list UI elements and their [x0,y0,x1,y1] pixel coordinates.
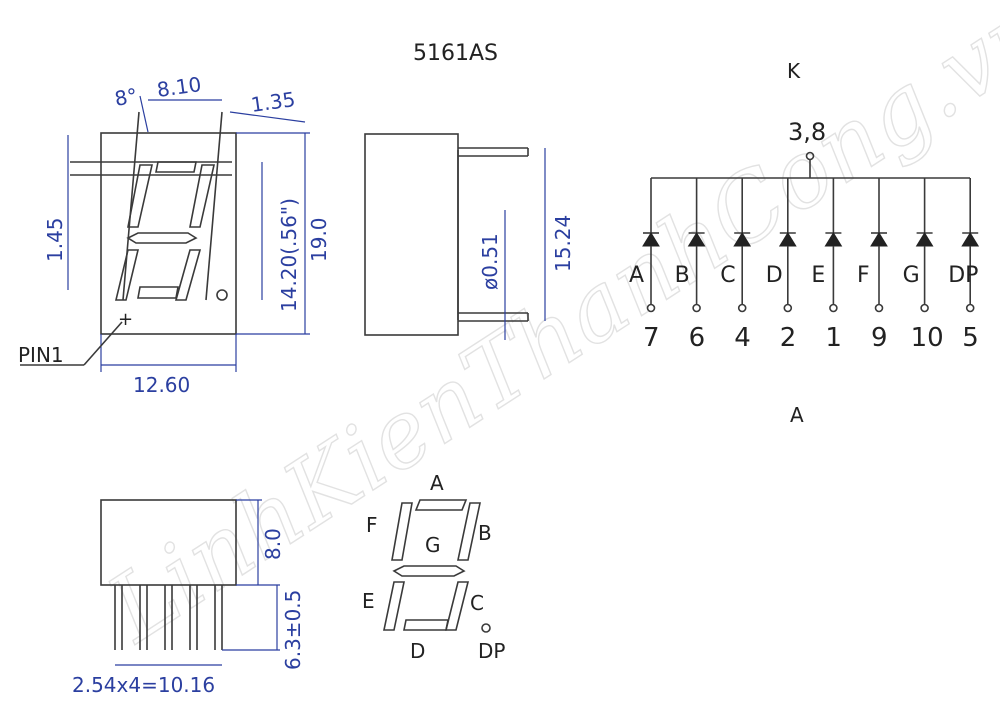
map-label-e: E [362,589,375,613]
dim-line-angle [139,95,149,133]
map-segment-a [414,499,468,511]
map-segment-e [383,581,405,631]
segment-label-b: B [675,263,690,288]
anode-label: A [790,403,804,427]
dim-pin-spacing-label: 15.24 [551,215,575,272]
front-segment-b [189,164,216,228]
pin1-label: PIN1 [18,343,64,367]
map-label-c: C [470,591,484,615]
pin-number-b: 6 [689,323,706,353]
pin-terminal-a [646,303,656,313]
pin-terminal-g [920,303,929,313]
dim-pin-length-label: 6.3±0.5 [281,590,305,670]
pin-number-d: 2 [780,323,797,353]
pin-number-c: 4 [734,323,751,353]
cathode-label: K [787,59,801,83]
dim-digit-width-label: 8.10 [155,72,202,102]
segment-label-c: C [720,263,735,288]
pin-terminal-e [829,303,838,313]
front-segment-dp [216,289,228,301]
segment-label-f: F [857,263,870,288]
common-pin-terminal [805,151,815,161]
dim-body-width-label: 12.60 [133,373,190,397]
pin1-leader-diag [83,321,123,366]
pin1-plus-mark: + [118,309,133,330]
side-body-outline [364,133,459,336]
segment-label-g: G [903,263,920,288]
dim-digit-height-label: 14.20(.56") [277,198,301,312]
map-segment-b [457,502,481,561]
front-segment-c [174,249,202,301]
segment-label-e: E [811,263,825,288]
map-label-d: D [410,639,425,663]
dim-body-depth-label: 8.0 [261,528,285,560]
front-slant-left [122,111,140,301]
bottom-body-outline [100,499,237,586]
dim-body-height-label: 19.0 [307,217,331,262]
map-segment-f [391,502,413,561]
pin-number-a: 7 [643,323,660,353]
diode-dp [961,232,980,247]
front-segment-f [127,164,154,228]
bottom-view: 8.0 6.3±0.5 2.54x4=10.16 [72,499,305,697]
front-slant-right [205,111,223,301]
pin-number-f: 9 [871,323,888,353]
front-segment-e [114,249,140,301]
dim-line-1-35 [229,111,306,123]
segment-label-a: A [629,263,644,288]
pin-terminal-c [737,303,747,313]
map-label-a: A [430,471,444,495]
segment-label-dp: DP [948,263,978,288]
front-segment-a [155,161,197,173]
dim-pin-diameter-label: ø0.51 [478,233,502,290]
diode-e [824,232,843,247]
pin-number-g: 10 [911,323,944,353]
pin-number-e: 1 [825,323,842,353]
diode-f [870,232,888,247]
common-cathode-schematic: K 3,8 A A 7 B 6 C 4 D 2 E 1 F 9 G 10 DP 5 [629,59,980,427]
map-segment-dp [481,623,491,633]
front-segment-g [126,232,198,244]
watermark-text: LinhKienThanhCong.vn [88,0,1000,664]
map-label-dp: DP [478,639,505,663]
pin-number-dp: 5 [962,323,979,353]
front-body-outline [100,132,237,335]
map-label-b: B [478,521,492,545]
common-pin-numbers: 3,8 [788,118,826,146]
dim-left-label: 1.45 [43,217,67,262]
dim-offset-label: 1.35 [249,87,296,117]
map-segment-c [444,581,470,631]
map-label-g: G [425,533,441,557]
side-view: ø0.51 15.24 [364,133,575,340]
segment-label-d: D [766,263,783,288]
map-segment-d [403,619,449,631]
pin-terminal-dp [965,303,975,313]
front-view: + 8° 8.10 1.35 1.45 14.20(.56") 19.0 12.… [18,72,331,397]
segment-map: A B C D E F G DP [362,471,505,663]
dim-angle-label: 8° [113,83,140,111]
map-label-f: F [366,513,378,537]
front-segment-d [137,286,179,299]
diode-g [915,232,934,247]
map-segment-g [392,565,466,577]
pin-terminal-b [692,303,701,313]
dim-pin-pitch-label: 2.54x4=10.16 [72,673,215,697]
part-number-title: 5161AS [413,41,498,66]
pin-terminal-d [783,303,793,313]
watermark: LinhKienThanhCong.vn [87,0,1000,664]
pin-terminal-f [874,303,884,313]
